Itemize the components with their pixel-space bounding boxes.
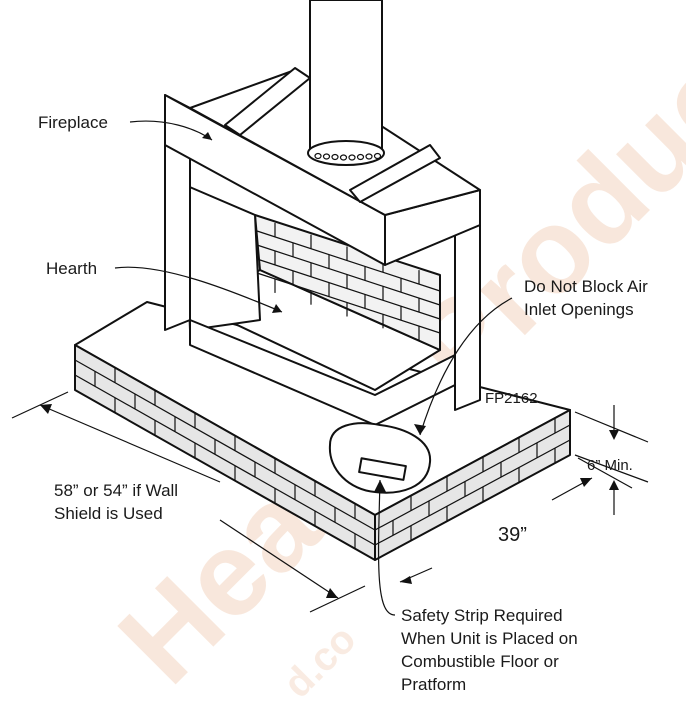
- fireplace-label: Fireplace: [38, 113, 108, 132]
- safety-label-line1: Safety Strip Required: [401, 606, 563, 625]
- figure-code: FP2162: [485, 390, 538, 407]
- collar-hole: [339, 154, 348, 161]
- firebox-course: [256, 244, 441, 306]
- brick-pattern: [74, 345, 571, 560]
- hearth-label: Hearth: [46, 259, 97, 278]
- firebox-front-trim: [189, 319, 456, 426]
- width-arrowhead-right: [326, 588, 338, 598]
- firebox-course: [256, 258, 441, 320]
- collar-hole: [365, 153, 373, 160]
- safety-arrowhead: [374, 480, 386, 492]
- height-ext-bottom: [574, 454, 649, 483]
- safety-leader: [377, 479, 396, 616]
- hearth-leader: [114, 266, 283, 313]
- height-arrowhead-top: [609, 430, 619, 440]
- collar-hole: [348, 154, 356, 161]
- safety-label-line2: When Unit is Placed on: [401, 629, 578, 648]
- chimney-collar: [307, 140, 385, 166]
- height-arrowhead-bottom: [609, 480, 619, 490]
- width-dim-lower: [219, 519, 339, 599]
- width-dim-upper: [39, 404, 221, 483]
- depth-ext-right: [577, 457, 633, 489]
- depth-arrowhead-right: [580, 478, 592, 487]
- width-ext-right: [309, 585, 366, 613]
- air-inlet-label-line1: Do Not Block Air: [524, 277, 648, 296]
- hearth-arrowhead: [272, 304, 282, 313]
- fireplace-arrowhead: [202, 132, 212, 140]
- min-height-label: 6” Min.: [587, 457, 633, 474]
- labels: Fireplace Hearth Do Not Block Air Inlet …: [38, 113, 648, 694]
- firebox-course: [256, 230, 441, 292]
- air-inlet-label-line2: Inlet Openings: [524, 300, 634, 319]
- arrowheads: [40, 132, 619, 598]
- left-side-panel: [184, 184, 261, 331]
- air-inlet-arrowhead: [414, 424, 426, 435]
- firebox-bricks: [256, 222, 441, 341]
- collar-hole: [331, 153, 339, 161]
- hearth-platform: [74, 301, 571, 561]
- width-arrowhead-left: [40, 404, 52, 414]
- width-label-line2: Shield is Used: [54, 504, 163, 523]
- top-standoff-right: [349, 144, 441, 203]
- brick-course-left: [74, 359, 376, 531]
- collar-hole: [356, 153, 365, 161]
- firebox-course: [256, 272, 441, 334]
- chimney-pipe: [307, 0, 385, 166]
- air-inlet-leader: [419, 297, 513, 436]
- brick-course-right: [374, 424, 571, 531]
- right-front-pillar: [454, 224, 481, 411]
- width-label-line1: 58” or 54” if Wall: [54, 481, 178, 500]
- safety-label-line4: Pratform: [401, 675, 466, 694]
- depth-label: 39”: [498, 524, 527, 546]
- collar-hole: [373, 152, 382, 160]
- brick-course-left: [74, 374, 376, 546]
- height-ext-top: [574, 411, 649, 443]
- depth-arrowhead-left: [400, 576, 412, 584]
- safety-label-line3: Combustible Floor or: [401, 652, 559, 671]
- chimney-body: [309, 0, 383, 156]
- watermark-subtext: d.co: [275, 617, 364, 706]
- fireplace-unit: [164, 67, 481, 494]
- collar-holes: [314, 152, 382, 161]
- safety-strip: [358, 457, 407, 481]
- collar-hole: [314, 152, 322, 160]
- collar-hole: [322, 153, 331, 160]
